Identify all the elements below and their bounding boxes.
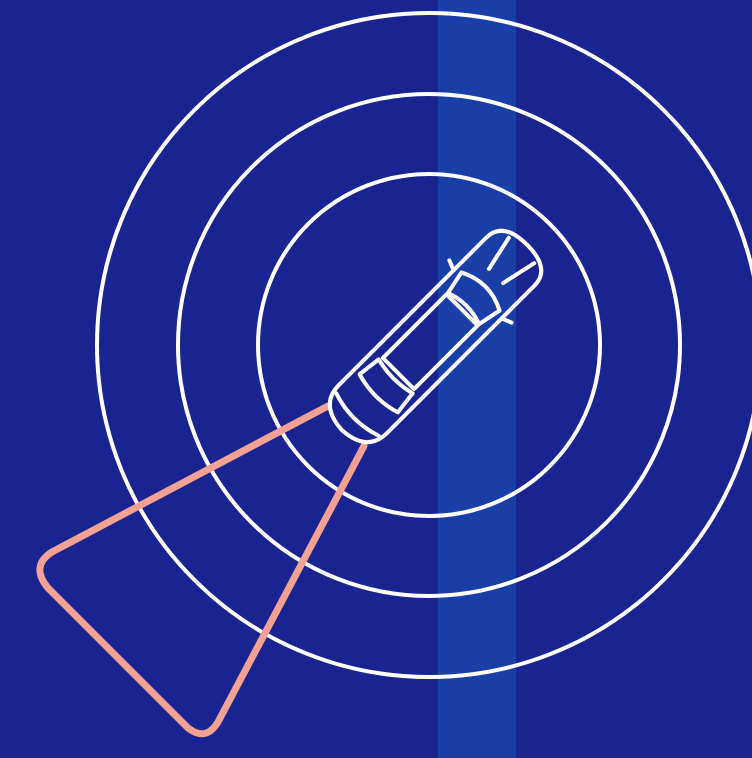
lane-stripe bbox=[438, 0, 516, 758]
